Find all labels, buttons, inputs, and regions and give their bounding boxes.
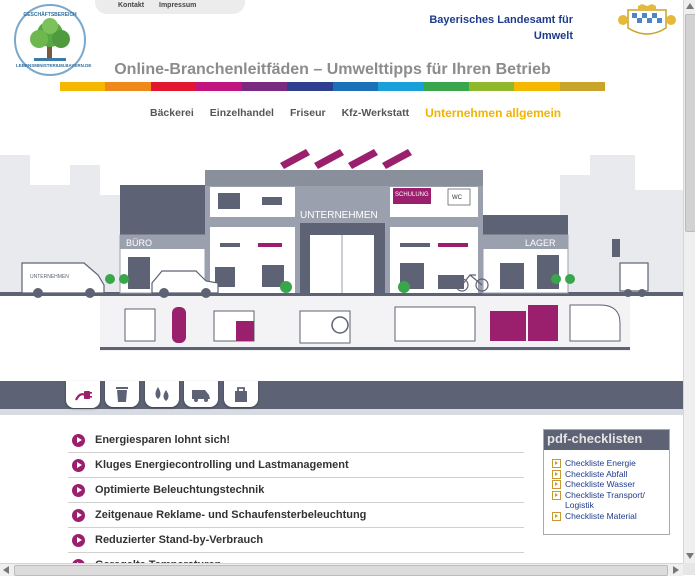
- tab-water[interactable]: [145, 381, 179, 407]
- pdf-checklists-title: pdf-checklisten: [544, 430, 669, 450]
- left-wing-roof: [120, 185, 205, 235]
- color-stripe: [60, 82, 606, 91]
- checklist-waste-link[interactable]: Checkliste Abfall: [552, 469, 669, 480]
- arrow-bullet-icon: [72, 483, 85, 497]
- list-item[interactable]: Reduzierter Stand-by-Verbrauch: [68, 528, 524, 553]
- scroll-left-icon[interactable]: [3, 566, 9, 574]
- right-wing-label: LAGER: [525, 238, 556, 248]
- nav-einzelhandel[interactable]: Einzelhandel: [209, 107, 274, 119]
- scrollbar-corner: [683, 563, 695, 575]
- recycling-icon: [331, 316, 349, 334]
- contact-link[interactable]: Kontakt: [118, 2, 145, 9]
- bavarian-crest-icon[interactable]: [618, 4, 676, 40]
- material-box-icon: [235, 387, 247, 402]
- list-item[interactable]: Zeitgenaue Reklame- und Schaufensterbele…: [68, 503, 524, 528]
- ground-line: [0, 292, 683, 296]
- svg-text:UNTERNEHMEN: UNTERNEHMEN: [30, 274, 69, 280]
- checklist-energy-link[interactable]: Checkliste Energie: [552, 458, 669, 469]
- nav-baeckerei[interactable]: Bäckerei: [150, 107, 194, 119]
- waste-bin-icon: [116, 387, 128, 402]
- tab-waste[interactable]: [105, 381, 139, 407]
- color-stripe-segment: [150, 82, 197, 91]
- checklist-material-link[interactable]: Checkliste Material: [552, 511, 669, 522]
- nav-unternehmen-allgemein[interactable]: Unternehmen allgemein: [425, 106, 562, 120]
- scroll-right-icon[interactable]: [673, 566, 679, 574]
- page-title: Online-Branchenleitfäden – Umwelttipps f…: [114, 61, 551, 78]
- tree-icon: [30, 18, 70, 61]
- bicycle: [455, 274, 489, 292]
- truck: [612, 239, 649, 297]
- list-item[interactable]: Optimierte Beleuchtungstechnik: [68, 478, 524, 503]
- color-stripe-segment: [514, 82, 560, 91]
- color-stripe-segment: [423, 82, 469, 91]
- nav-kfz-werkstatt[interactable]: Kfz-Werkstatt: [341, 107, 410, 119]
- transport-van-icon: [192, 390, 210, 402]
- company-illustration[interactable]: BÜRO SCHULUNG WC UNTERNEHMEN LAGER UN: [0, 135, 683, 380]
- sector-nav: Bäckerei Einzelhandel Friseur Kfz-Werkst…: [150, 106, 577, 120]
- pdf-checklists-box: pdf-checklisten Checkliste Energie Check…: [543, 429, 670, 535]
- svg-text:WC: WC: [452, 195, 463, 201]
- category-icon-bar: [0, 381, 683, 409]
- scroll-down-icon[interactable]: [686, 553, 694, 559]
- vertical-scroll-thumb[interactable]: [685, 14, 695, 232]
- arrow-bullet-icon: [72, 533, 85, 547]
- logo-text-top: GESCHÄFTSBEREICH: [23, 12, 77, 18]
- tab-material[interactable]: [224, 381, 258, 407]
- color-stripe-segment: [377, 82, 424, 91]
- list-item[interactable]: Energiesparen lohnt sich!: [68, 428, 524, 453]
- link-arrow-icon: [552, 511, 561, 521]
- delivery-van: UNTERNEHMEN: [21, 262, 105, 298]
- horizontal-scroll-thumb[interactable]: [14, 565, 668, 576]
- arrow-bullet-icon: [72, 433, 85, 447]
- tab-energy[interactable]: [66, 381, 100, 408]
- arrow-bullet-icon: [72, 508, 85, 522]
- imprint-link[interactable]: Impressum: [159, 2, 197, 9]
- color-stripe-segment: [332, 82, 378, 91]
- link-arrow-icon: [552, 480, 561, 489]
- link-arrow-icon: [552, 490, 561, 500]
- building-sign: UNTERNEHMEN: [300, 210, 378, 221]
- training-room-sign: [393, 188, 431, 204]
- horizontal-scrollbar[interactable]: [0, 563, 683, 576]
- solar-panels: [280, 149, 412, 169]
- tab-transport[interactable]: [184, 381, 218, 407]
- color-stripe-segment: [60, 82, 106, 91]
- list-item[interactable]: Kluges Energiecontrolling und Lastmanage…: [68, 453, 524, 478]
- link-arrow-icon: [552, 469, 561, 479]
- color-stripe-segment: [559, 82, 606, 91]
- ministry-logo[interactable]: GESCHÄFTSBEREICH LEBENSMINISTERIUM.BAYER…: [14, 4, 92, 76]
- energy-tips-list: Energiesparen lohnt sich! Kluges Energie…: [68, 428, 524, 577]
- color-stripe-segment: [468, 82, 515, 91]
- color-stripe-segment: [287, 82, 333, 91]
- vertical-scrollbar[interactable]: [683, 0, 695, 563]
- color-stripe-segment: [196, 82, 242, 91]
- top-links-tab: [95, 0, 245, 14]
- checklist-water-link[interactable]: Checkliste Wasser: [552, 479, 669, 490]
- car: [151, 270, 219, 298]
- logo-text-bottom: LEBENSMINISTERIUM.BAYERN.DE: [16, 63, 92, 68]
- color-stripe-segment: [241, 82, 288, 91]
- energy-plug-icon: [75, 390, 92, 401]
- left-wing-label: BÜRO: [126, 238, 152, 248]
- svg-text:SCHULUNG: SCHULUNG: [395, 192, 429, 198]
- checklist-transport-link[interactable]: Checkliste Transport/ Logistik: [552, 490, 669, 511]
- color-stripe-segment: [105, 82, 151, 91]
- agency-name[interactable]: Bayerisches Landesamt für Umwelt: [429, 14, 573, 42]
- link-arrow-icon: [552, 459, 561, 468]
- nav-friseur[interactable]: Friseur: [289, 107, 326, 119]
- water-drops-icon: [155, 387, 169, 401]
- scroll-up-icon[interactable]: [686, 3, 694, 9]
- arrow-bullet-icon: [72, 458, 85, 472]
